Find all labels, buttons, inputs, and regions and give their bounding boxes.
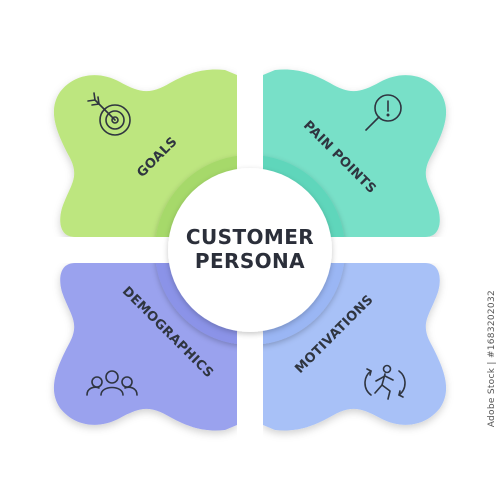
stock-watermark: Adobe Stock | #1683202032 xyxy=(487,290,497,428)
title-line-2: PERSONA xyxy=(195,249,305,273)
running-person-cycle-icon xyxy=(364,364,406,400)
magnifier-exclamation-icon xyxy=(365,94,402,131)
people-group-icon xyxy=(86,370,138,396)
center-circle xyxy=(168,168,332,332)
title-line-1: CUSTOMER xyxy=(186,225,314,249)
target-icon xyxy=(87,92,131,136)
